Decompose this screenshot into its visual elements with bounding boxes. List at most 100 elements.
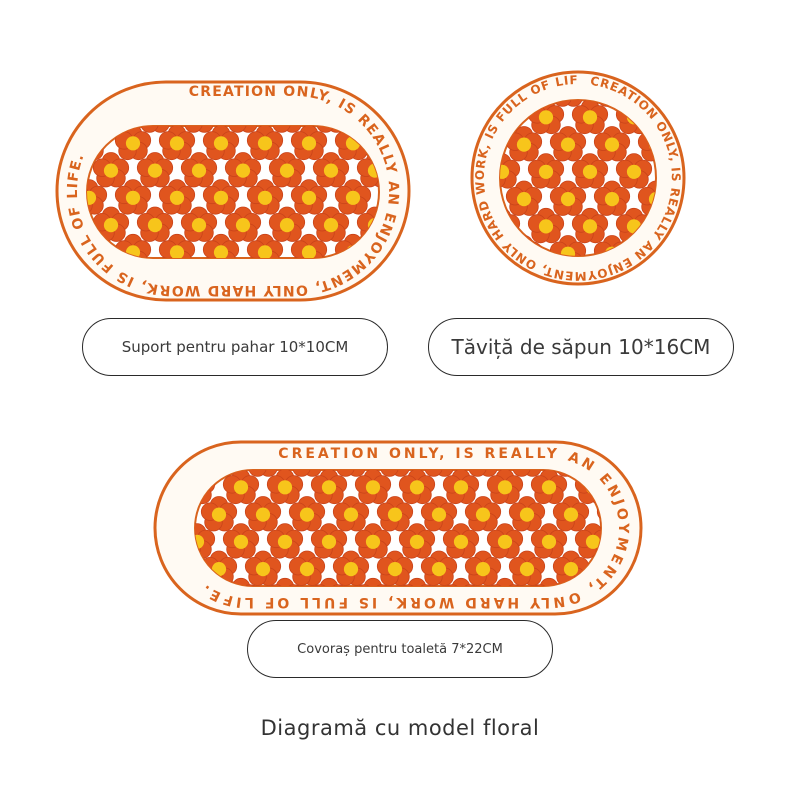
orange-flower-icon	[158, 233, 196, 258]
orange-flower-icon	[571, 207, 609, 244]
orange-flower-icon	[272, 126, 302, 133]
orange-flower-icon	[530, 470, 568, 505]
orange-flower-icon	[354, 523, 392, 559]
orange-flower-icon	[266, 470, 304, 505]
label-text-long: Covoraș pentru toaletă 7*22CM	[297, 641, 503, 657]
orange-flower-icon	[136, 206, 174, 242]
orange-flower-icon	[527, 207, 565, 244]
orange-flower-icon	[202, 179, 240, 215]
orange-flower-icon	[527, 153, 565, 189]
orange-flower-icon	[158, 126, 196, 161]
label-text-oval: Suport pentru pahar 10*10CM	[121, 338, 349, 356]
orange-flower-icon	[549, 180, 587, 216]
orange-flower-icon	[527, 100, 565, 135]
orange-flower-icon	[228, 126, 258, 133]
round-dish-graphic: CREATION ONLY, IS REALLY AN ENJOYMENT, O…	[466, 59, 686, 286]
orange-flower-icon	[512, 470, 542, 477]
orange-flower-icon	[266, 523, 304, 559]
orange-flower-icon	[224, 152, 262, 188]
orange-flower-icon	[334, 179, 372, 215]
orange-flower-icon	[222, 470, 260, 505]
orange-flower-icon	[288, 550, 326, 586]
orange-flower-icon	[114, 179, 152, 215]
orange-flower-icon	[292, 470, 322, 477]
orange-flower-icon	[180, 152, 218, 188]
orange-flower-icon	[376, 550, 414, 586]
orange-flower-icon	[442, 523, 480, 559]
orange-flower-icon	[376, 496, 414, 532]
orange-flower-icon	[312, 152, 350, 188]
orange-flower-icon	[398, 470, 436, 505]
orange-flower-icon	[549, 126, 587, 162]
orange-flower-icon	[442, 577, 480, 586]
orange-flower-icon	[336, 470, 366, 477]
orange-flower-icon	[140, 126, 170, 133]
orange-flower-icon	[500, 153, 521, 189]
orange-flower-icon	[420, 550, 458, 586]
orange-flower-icon	[268, 152, 306, 188]
orange-flower-icon	[202, 233, 240, 258]
orange-flower-icon	[505, 126, 543, 162]
orange-flower-icon	[312, 206, 350, 242]
orange-flower-icon	[332, 550, 370, 586]
orange-flower-icon	[486, 470, 524, 505]
label-pill-long: Covoraș pentru toaletă 7*22CM	[247, 620, 553, 678]
oval-coaster-graphic: CREATION ONLY, IS REALLY AN ENJOYMENT, O…	[55, 80, 411, 302]
orange-flower-icon	[508, 496, 546, 532]
orange-flower-icon	[571, 153, 609, 189]
orange-flower-icon	[552, 496, 590, 532]
orange-flower-icon	[224, 206, 262, 242]
long-mat-graphic: CREATION ONLY, IS REALLY AN ENJOYMENT, O…	[153, 440, 643, 616]
orange-flower-icon	[332, 496, 370, 532]
orange-flower-icon	[246, 233, 284, 258]
orange-flower-icon	[398, 523, 436, 559]
orange-flower-icon	[398, 577, 436, 586]
round-floral-soap-dish: CREATION ONLY, IS REALLY AN ENJOYMENT, O…	[466, 59, 686, 286]
label-pill-round: Tăviță de săpun 10*16CM	[428, 318, 734, 376]
orange-flower-icon	[87, 179, 108, 215]
label-pill-oval: Suport pentru pahar 10*10CM	[82, 318, 388, 376]
orange-flower-icon	[158, 179, 196, 215]
orange-flower-icon	[310, 523, 348, 559]
orange-flower-icon	[290, 233, 328, 258]
orange-flower-icon	[246, 179, 284, 215]
orange-flower-icon	[571, 100, 609, 135]
orange-flower-icon	[354, 470, 392, 505]
orange-flower-icon	[486, 577, 524, 586]
orange-flower-icon	[468, 470, 498, 477]
orange-flower-icon	[464, 496, 502, 532]
orange-flower-icon	[290, 126, 328, 161]
orange-flower-icon	[200, 496, 238, 532]
orange-flower-icon	[244, 550, 282, 586]
orange-flower-icon	[244, 496, 282, 532]
orange-flower-icon	[354, 577, 392, 586]
orange-flower-icon	[486, 523, 524, 559]
orange-flower-icon	[288, 496, 326, 532]
orange-flower-icon	[508, 550, 546, 586]
orange-flower-icon	[615, 153, 653, 189]
orange-flower-icon	[310, 470, 348, 505]
orange-flower-icon	[92, 152, 130, 188]
orange-flower-icon	[420, 496, 458, 532]
orange-flower-icon	[266, 577, 304, 586]
orange-flower-icon	[248, 470, 278, 477]
diagram-caption: Diagramă cu model floral	[260, 716, 540, 740]
orange-flower-icon	[530, 523, 568, 559]
orange-flower-icon	[464, 550, 502, 586]
orange-flower-icon	[442, 470, 480, 505]
orange-flower-icon	[184, 126, 214, 133]
orange-flower-icon	[505, 180, 543, 216]
orange-flower-icon	[136, 152, 174, 188]
orange-flower-icon	[246, 126, 284, 161]
orange-flower-icon	[380, 470, 410, 477]
orange-flower-icon	[290, 179, 328, 215]
orange-flower-icon	[268, 206, 306, 242]
long-floral-toilet-mat: CREATION ONLY, IS REALLY AN ENJOYMENT, O…	[153, 440, 643, 616]
orange-flower-icon	[310, 577, 348, 586]
label-text-round: Tăviță de săpun 10*16CM	[451, 335, 711, 359]
long-flower-pattern	[195, 470, 601, 586]
orange-flower-icon	[462, 72, 497, 107]
orange-flower-icon	[593, 180, 631, 216]
orange-flower-icon	[593, 126, 631, 162]
orange-flower-icon	[222, 523, 260, 559]
